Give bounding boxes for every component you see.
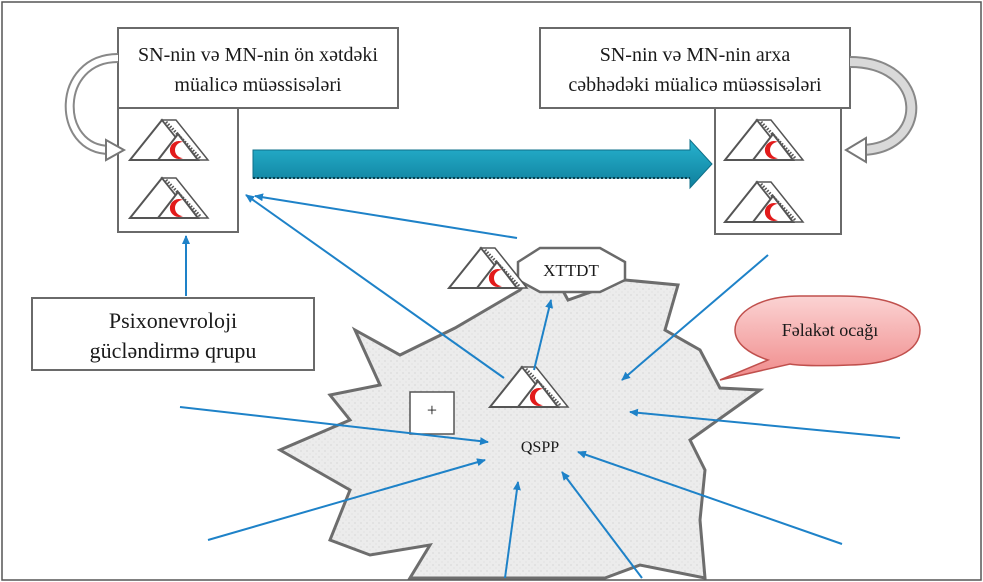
xttdt-label: XTTDT [543,261,599,280]
psych-box-line-1: Psixonevroloji [109,308,237,333]
arrow-tent-to-front [245,194,505,379]
plus-sign: + [427,400,437,420]
psych-box-line-2: gücləndirmə qrupu [90,338,257,363]
arrow-tent-to-xttdt [533,299,553,371]
plus-box [409,391,455,435]
disaster-focus-label: Fəlakət ocağı [782,320,878,340]
arrow-incoming-sse [561,471,643,579]
xttdt-octagon [516,246,627,294]
flow-arrows [179,193,901,579]
arrow-incoming-sw [207,458,486,541]
arrow-incoming-w [179,406,489,446]
evacuation-flow-arrow [252,138,713,190]
front-box-line-1: SN-nin və MN-nin ön xətdəki [138,44,378,66]
front-line-institutions-box [117,27,399,109]
rear-institutions-box [539,27,851,109]
red-crescent-tent-icon [447,246,529,290]
front-box-line-2: müalicə müəssisələri [174,74,342,96]
rear-box-line-2: cəbhədəki müalicə müəssisələri [568,74,822,96]
arrow-xttdt-to-front [254,193,518,239]
arrow-incoming-se [577,450,843,545]
arrow-incoming-s [504,481,521,579]
arrow-incoming-ne [621,254,769,381]
arrow-incoming-e [629,408,901,439]
rear-box-line-1: SN-nin və MN-nin arxa [600,44,791,66]
disaster-focus-bubble [719,295,921,381]
qspp-label: QSPP [521,439,559,456]
psychoneuro-group-box [31,297,315,371]
